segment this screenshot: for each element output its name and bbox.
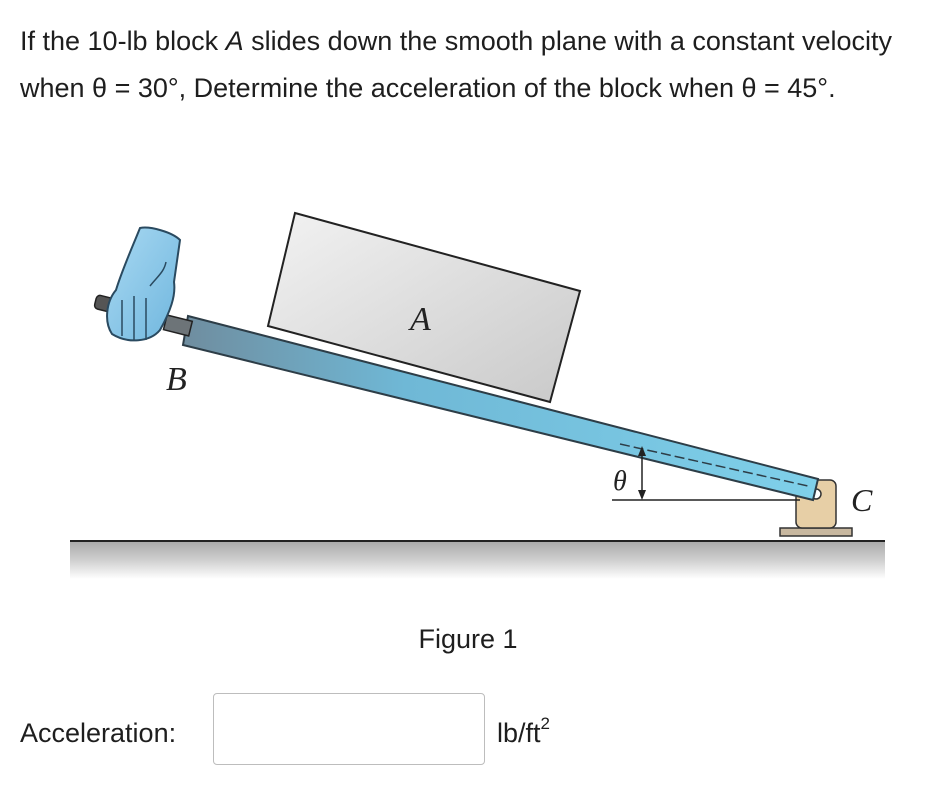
block-a	[266, 211, 582, 404]
angle-arrowhead-bottom	[638, 490, 646, 500]
hand	[106, 226, 182, 342]
label-end-b: B	[166, 361, 187, 398]
question-block-name: A	[225, 26, 244, 56]
acceleration-input[interactable]	[213, 693, 485, 765]
angle-arrowhead-top	[638, 446, 646, 456]
question-part1: If the 10-lb block	[20, 26, 226, 56]
question-part2: slides down the smooth plane with a cons…	[20, 26, 892, 103]
plane-centerline	[619, 443, 809, 487]
ground	[70, 541, 885, 579]
figure-caption: Figure 1	[418, 624, 518, 654]
unit-exponent: 2	[540, 714, 550, 733]
label-block-a: A	[408, 301, 431, 338]
label-angle-theta: θ	[613, 466, 627, 497]
acceleration-unit: lb/ft2	[497, 714, 550, 749]
acceleration-label: Acceleration:	[20, 718, 177, 748]
unit-base: lb/ft	[497, 718, 541, 748]
label-end-c: C	[851, 482, 873, 518]
question-text: If the 10-lb block A slides down the smo…	[20, 18, 920, 112]
